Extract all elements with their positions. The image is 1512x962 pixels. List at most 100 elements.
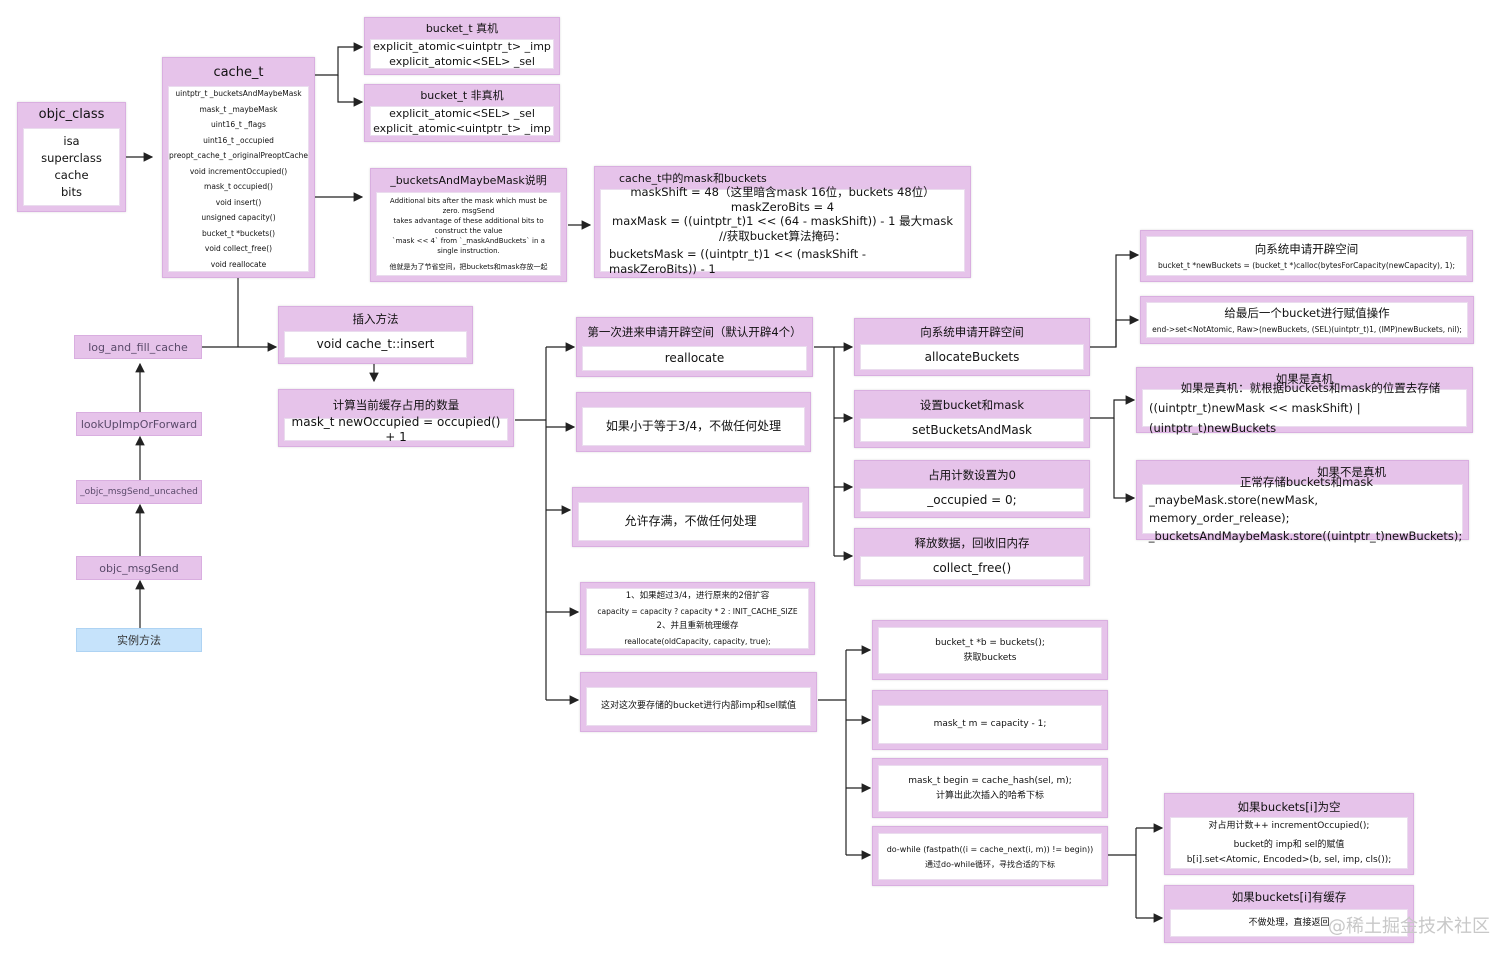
cache-t-field: uint16_t _occupied: [203, 135, 274, 145]
occupied-title: 计算当前缓存占用的数量: [332, 398, 460, 412]
insert-box: 插入方法 void cache_t::insert: [278, 306, 473, 364]
alloc-space-body: allocateBuckets: [860, 344, 1084, 370]
not-real-device-line: _maybeMask.store(newMask, memory_order_r…: [1149, 493, 1319, 525]
cache-t-field: mask_t occupied(): [204, 182, 273, 191]
objc-class-field: cache: [54, 168, 89, 182]
get-buckets-line: bucket_t *b = buckets();: [935, 637, 1045, 648]
set-bucket-mask-body: setBucketsAndMask: [860, 418, 1084, 442]
mask-buckets-line: maxMask = ((uintptr_t)1 << (64 - maskShi…: [612, 214, 953, 228]
free-data-box: 释放数据，回收旧内存 collect_free(): [854, 528, 1090, 586]
cache-t-field: void insert(): [215, 197, 262, 207]
sys-alloc-box: 向系统申请开辟空间 bucket_t *newBuckets = (bucket…: [1140, 230, 1473, 282]
cache-t-fields: uintptr_t _bucketsAndMaybeMask mask_t _m…: [168, 86, 309, 272]
get-buckets-body: bucket_t *b = buckets(); 获取buckets: [878, 627, 1102, 674]
buckets-mask-desc-line: Additional bits after the mask which mus…: [389, 197, 548, 215]
occupied-box: 计算当前缓存占用的数量 mask_t newOccupied = occupie…: [278, 389, 514, 447]
cache-t-field: bucket_t *buckets(): [201, 228, 276, 238]
hash-begin-body: mask_t begin = cache_hash(sel, m); 计算出此次…: [878, 765, 1102, 812]
sys-alloc-body: bucket_t *newBuckets = (bucket_t *)callo…: [1158, 261, 1455, 270]
objc-class-field: isa: [63, 134, 80, 148]
alloc-space-box: 向系统申请开辟空间 allocateBuckets: [854, 318, 1090, 376]
mask-buckets-text: maskShift = 48（这里暗含mask 16位，buckets 48位）…: [600, 185, 965, 276]
objc-class-field: bits: [61, 185, 82, 199]
cache-t-box: cache_t uintptr_t _bucketsAndMaybeMask m…: [162, 57, 315, 278]
reset-occupied-body: _occupied = 0;: [860, 488, 1084, 512]
bucket-sim-field: explicit_atomic<uintptr_t> _imp: [373, 122, 551, 135]
mask-buckets-title: cache_t中的mask和buckets: [619, 172, 767, 185]
buckets-mask-desc-box: _bucketsAndMaybeMask说明 Additional bits a…: [370, 168, 567, 282]
allow-store-box: 允许存满，不做任何处理: [572, 487, 809, 547]
log-and-fill-cache-pill: log_and_fill_cache: [74, 335, 202, 359]
get-buckets-line: 获取buckets: [963, 652, 1017, 663]
buckets-mask-desc-text: Additional bits after the mask which mus…: [376, 192, 561, 276]
buckets-mask-desc-title: _bucketsAndMaybeMask说明: [390, 174, 547, 187]
bucket-empty-text: 对占用计数++ incrementOccupied(); bucket的 imp…: [1170, 817, 1408, 869]
mask-m-body: mask_t m = capacity - 1;: [878, 705, 1102, 744]
first-time-title: 第一次进来申请开辟空间（默认开辟4个）: [587, 325, 802, 339]
le-three-quarters-box: 如果小于等于3/4，不做任何处理: [576, 392, 811, 452]
bucket-sim-title: bucket_t 非真机: [420, 89, 504, 102]
mask-buckets-box: cache_t中的mask和buckets maskShift = 48（这里暗…: [594, 166, 971, 278]
last-bucket-inner: 给最后一个bucket进行赋值操作 end->set<NotAtomic, Ra…: [1146, 302, 1468, 338]
free-data-body: collect_free(): [860, 556, 1084, 580]
cache-t-title: cache_t: [213, 65, 264, 80]
cache-t-field: void collect_free(): [204, 244, 273, 253]
expand-line: reallocate(oldCapacity, capacity, true);: [624, 636, 771, 646]
bucket-real-title: bucket_t 真机: [425, 22, 499, 35]
insert-title: 插入方法: [352, 312, 399, 326]
last-bucket-title: 给最后一个bucket进行赋值操作: [1224, 306, 1390, 320]
bucket-sim-field: explicit_atomic<SEL> _sel: [389, 107, 535, 120]
buckets-mask-desc-line: `mask << 4` from `_maskAndBuckets` in a …: [392, 237, 545, 255]
bucket-empty-line: bucket的 imp和 sel的赋值: [1233, 839, 1345, 850]
allow-store-body: 允许存满，不做任何处理: [578, 502, 803, 541]
free-data-title: 释放数据，回收旧内存: [914, 536, 1030, 550]
objc-class-field: superclass: [41, 151, 102, 165]
le-three-quarters-body: 如果小于等于3/4，不做任何处理: [582, 407, 805, 446]
hash-begin-box: mask_t begin = cache_hash(sel, m); 计算出此次…: [872, 758, 1108, 818]
watermark: @稀土掘金技术社区: [1328, 916, 1490, 937]
real-device-box: 如果是真机 如果是真机：就根据buckets和mask的位置去存储 ((uint…: [1136, 367, 1473, 435]
not-real-device-text: 正常存储buckets和mask _maybeMask.store(newMas…: [1142, 475, 1463, 543]
bucket-cached-box: 如果buckets[i]有缓存 不做处理，直接返回: [1164, 885, 1414, 943]
reset-occupied-title: 占用计数设置为0: [928, 468, 1016, 482]
objc-msgsend-pill: objc_msgSend: [76, 556, 202, 580]
insert-body: void cache_t::insert: [284, 331, 467, 358]
cache-t-field: mask_t _maybeMask: [199, 104, 278, 114]
sys-alloc-inner: 向系统申请开辟空间 bucket_t *newBuckets = (bucket…: [1146, 236, 1467, 276]
not-real-device-box: 如果不是真机 正常存储buckets和mask _maybeMask.store…: [1136, 460, 1469, 543]
objc-class-fields: isa superclass cache bits: [23, 128, 120, 206]
expand-line: 2、并且重新梳理缓存: [656, 620, 739, 631]
bucket-real-field: explicit_atomic<uintptr_t> _imp: [373, 40, 551, 53]
not-real-device-line: 正常存储buckets和mask: [1239, 475, 1374, 489]
bucket-sim-fields: explicit_atomic<SEL> _sel explicit_atomi…: [370, 106, 554, 136]
mask-buckets-line: maskShift = 48（这里暗含mask 16位，buckets 48位）: [630, 185, 935, 199]
instance-method-pill: 实例方法: [76, 628, 202, 652]
hash-begin-line: mask_t begin = cache_hash(sel, m);: [908, 775, 1072, 786]
cache-t-field: preopt_cache_t _originalPreoptCache: [169, 151, 308, 160]
buckets-mask-desc-line: 他就是为了节省空间，把buckets和mask存放一起: [389, 263, 548, 271]
first-time-body: reallocate: [582, 346, 807, 371]
real-device-text: 如果是真机：就根据buckets和mask的位置去存储 ((uintptr_t)…: [1142, 381, 1467, 435]
bucket-empty-title: 如果buckets[i]为空: [1237, 800, 1341, 814]
bucket-empty-box: 如果buckets[i]为空 对占用计数++ incrementOccupied…: [1164, 793, 1414, 875]
bucket-sim-box: bucket_t 非真机 explicit_atomic<SEL> _sel e…: [364, 84, 560, 142]
do-while-line: do-while (fastpath((i = cache_next(i, m)…: [886, 844, 1094, 854]
lookup-imp-or-forward-pill: lookUpImpOrForward: [76, 412, 202, 436]
bucket-real-box: bucket_t 真机 explicit_atomic<uintptr_t> _…: [364, 17, 560, 75]
first-time-box: 第一次进来申请开辟空间（默认开辟4个） reallocate: [576, 317, 813, 377]
do-while-box: do-while (fastpath((i = cache_next(i, m)…: [872, 826, 1108, 886]
not-real-device-line: _bucketsAndMaybeMask.store((uintptr_t)ne…: [1148, 529, 1463, 543]
bucket-real-field: explicit_atomic<SEL> _sel: [389, 55, 535, 68]
expand-line: capacity = capacity ? capacity * 2 : INI…: [597, 606, 798, 616]
cache-t-field: uintptr_t _bucketsAndMaybeMask: [175, 89, 302, 98]
alloc-space-title: 向系统申请开辟空间: [920, 325, 1024, 339]
occupied-body: mask_t newOccupied = occupied() + 1: [284, 415, 508, 444]
real-device-title: 如果是真机: [1275, 372, 1334, 386]
bucket-empty-line: 对占用计数++ incrementOccupied();: [1208, 820, 1370, 831]
set-bucket-mask-box: 设置bucket和mask setBucketsAndMask: [854, 390, 1090, 448]
mask-buckets-line: //获取bucket算法掩码：: [719, 228, 846, 243]
expand-line: 1、如果超过3/4，进行原来的2倍扩容: [625, 590, 770, 601]
assign-bucket-body: 这对这次要存储的bucket进行内部imp和sel赋值: [586, 687, 811, 726]
objc-class-title: objc_class: [38, 107, 105, 122]
